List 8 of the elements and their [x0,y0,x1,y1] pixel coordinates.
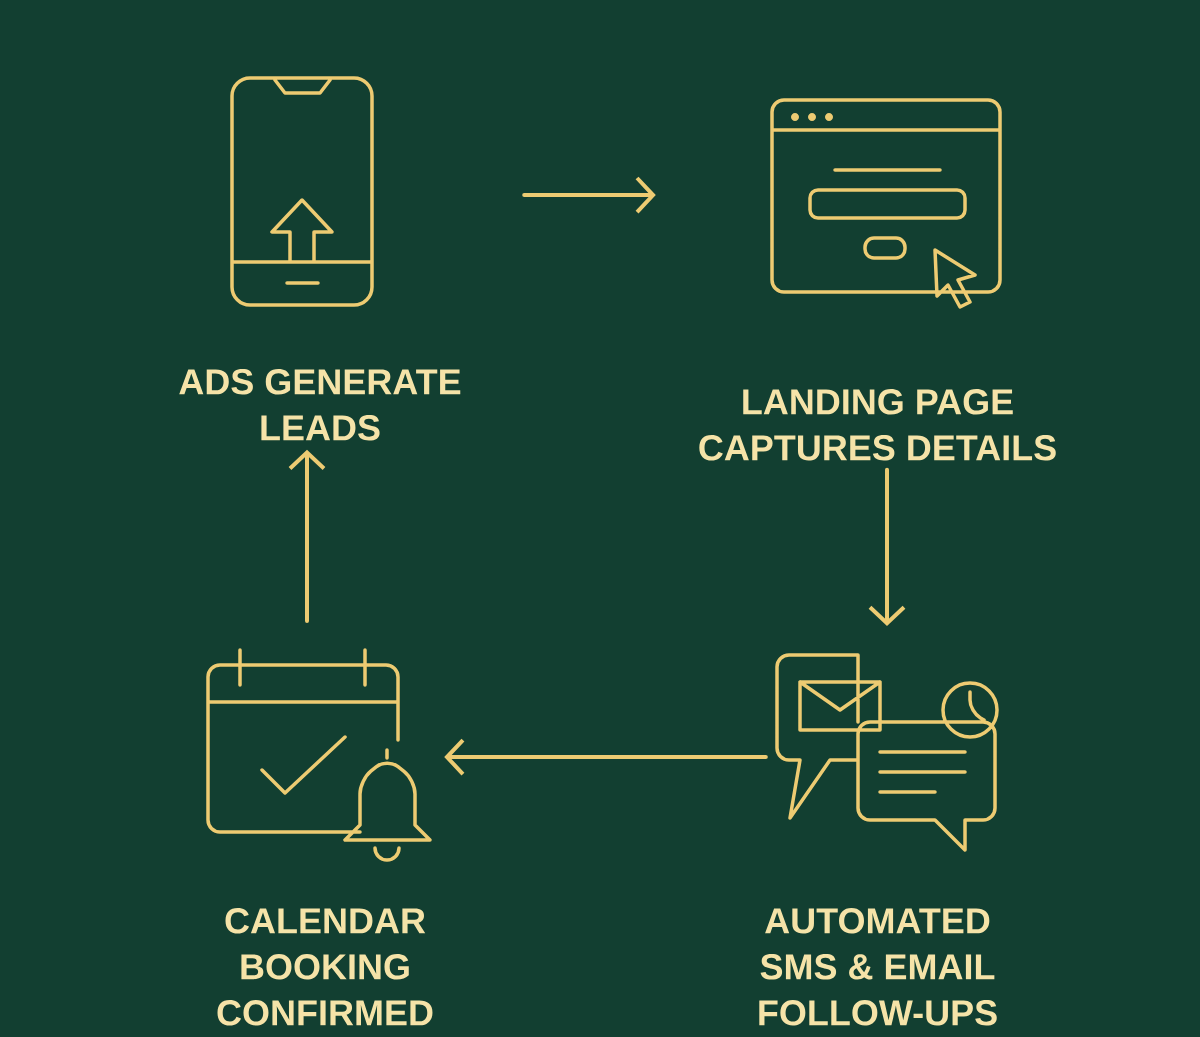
step-label: AUTOMATED SMS & EMAIL FOLLOW-UPS [759,908,997,1026]
arrow [288,449,326,623]
arrow [444,738,768,776]
arrow [868,467,906,626]
step-label: LANDING PAGE CAPTURES DETAILS [699,389,1056,461]
step-label: ADS GENERATE LEADS [179,369,461,441]
step-label: CALENDAR BOOKING CONFIRMED [217,908,433,1026]
arrow [522,176,656,214]
